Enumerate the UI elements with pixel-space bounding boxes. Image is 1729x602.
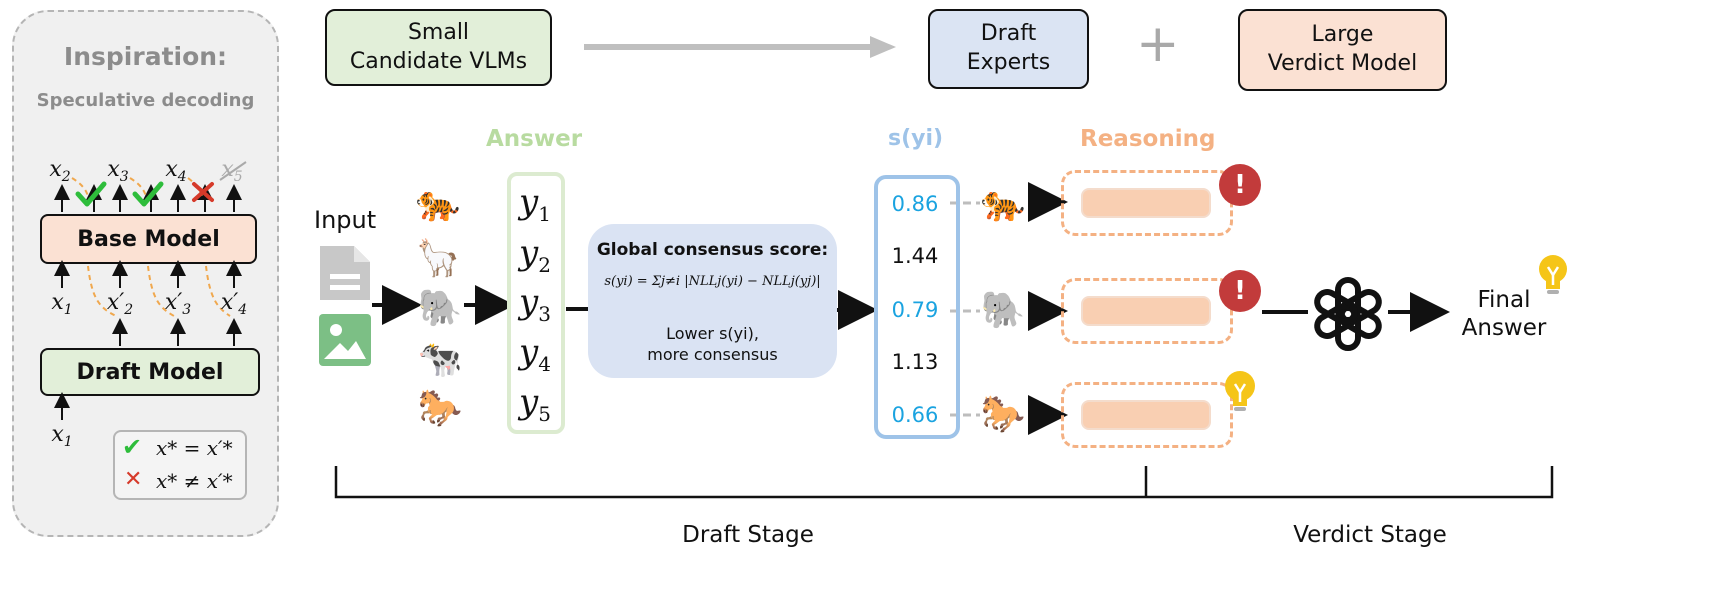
score-5: 0.66 [891,403,939,427]
selected-horse-icon: 🐎 [980,394,1026,435]
score-column [874,175,960,439]
score-2: 1.44 [891,244,939,268]
lightbulb-icon [1225,371,1255,411]
legend-cross-text: x* ≠ x′* [156,469,233,493]
answer-y2: y2 [519,233,551,277]
score-1: 0.86 [891,192,939,216]
answer-y1: y1 [519,182,551,226]
reasoning-header: Reasoning [1080,126,1216,152]
draft-experts-label: Draft Experts [966,21,1051,75]
cow-icon: 🐄 [417,339,463,380]
base-model-box: Base Model [40,214,257,264]
final-answer-label: Final Answer [1461,287,1547,341]
selected-tiger-icon: 🐅 [980,183,1026,224]
base-output-4: x5 [221,156,243,186]
base-output-2: x3 [107,156,129,186]
speculative-diagram [54,161,247,420]
inspiration-title: Inspiration: [63,42,228,71]
image-icon [319,314,371,366]
base-input-3: x′3 [164,289,192,319]
score-3: 0.79 [891,298,939,322]
inspiration-subtitle: Speculative decoding [36,90,255,111]
top-arrow [584,36,896,58]
llama-icon: 🦙 [415,238,461,279]
draft-model-label: Draft Model [76,359,224,385]
base-input-2: x′2 [106,289,134,319]
score-4: 1.13 [891,350,939,374]
reasoning-box-3 [1061,382,1233,448]
answer-header: Answer [486,126,583,152]
verdict-stage-label: Verdict Stage [1293,522,1447,548]
openai-logo-icon [1314,277,1382,351]
alert-icon-1: ! [1219,164,1261,206]
answer-y4: y4 [519,332,551,376]
base-input-4: x′4 [220,289,248,319]
legend-check-text: x* = x′* [156,436,233,460]
large-verdict-model-label: Large Verdict Model [1267,22,1418,76]
answer-y3: y3 [519,282,551,326]
base-model-label: Base Model [77,226,220,252]
answer-y5: y5 [519,382,551,426]
score-header: s(yi) [888,126,944,151]
elephant-icon: 🐘 [417,288,463,329]
answer-column [507,172,565,434]
final-lightbulb-icon [1539,255,1567,294]
document-icon [320,246,370,300]
draft-model-box: Draft Model [40,348,260,396]
base-output-3: x4 [165,156,187,186]
input-label: Input [314,206,377,234]
plus-sign: + [1136,14,1180,74]
consensus-note-line1: Lower s(yi), [666,324,759,343]
inspiration-legend [113,430,247,500]
reasoning-bar-2 [1081,296,1211,326]
base-input-1: x1 [51,289,73,319]
legend-cross-icon: ✕ [124,467,143,492]
base-output-1: x2 [49,156,71,186]
draft-input: x1 [51,421,73,451]
legend-check-icon: ✔ [122,433,143,461]
draft-experts-box: Draft Experts [928,9,1089,89]
selected-elephant-icon: 🐘 [980,290,1026,331]
large-verdict-model-box: Large Verdict Model [1238,9,1447,91]
horse-icon: 🐎 [417,388,463,429]
consensus-note-line2: more consensus [647,345,778,364]
reasoning-box-2 [1061,278,1233,344]
alert-icon-2: ! [1219,270,1261,312]
small-candidate-vlms-box: Small Candidate VLMs [325,9,552,86]
reasoning-bar-3 [1081,400,1211,430]
reasoning-bar-1 [1081,188,1211,218]
tiger-icon: 🐅 [415,183,461,224]
consensus-title: Global consensus score: [596,240,829,260]
consensus-box [588,224,837,378]
consensus-formula: s(yi) = Σj≠i |NLLj(yi) − NLLj(yj)| [604,274,821,289]
small-candidate-vlms-label: Small Candidate VLMs [349,19,528,74]
draft-stage-label: Draft Stage [682,522,814,548]
